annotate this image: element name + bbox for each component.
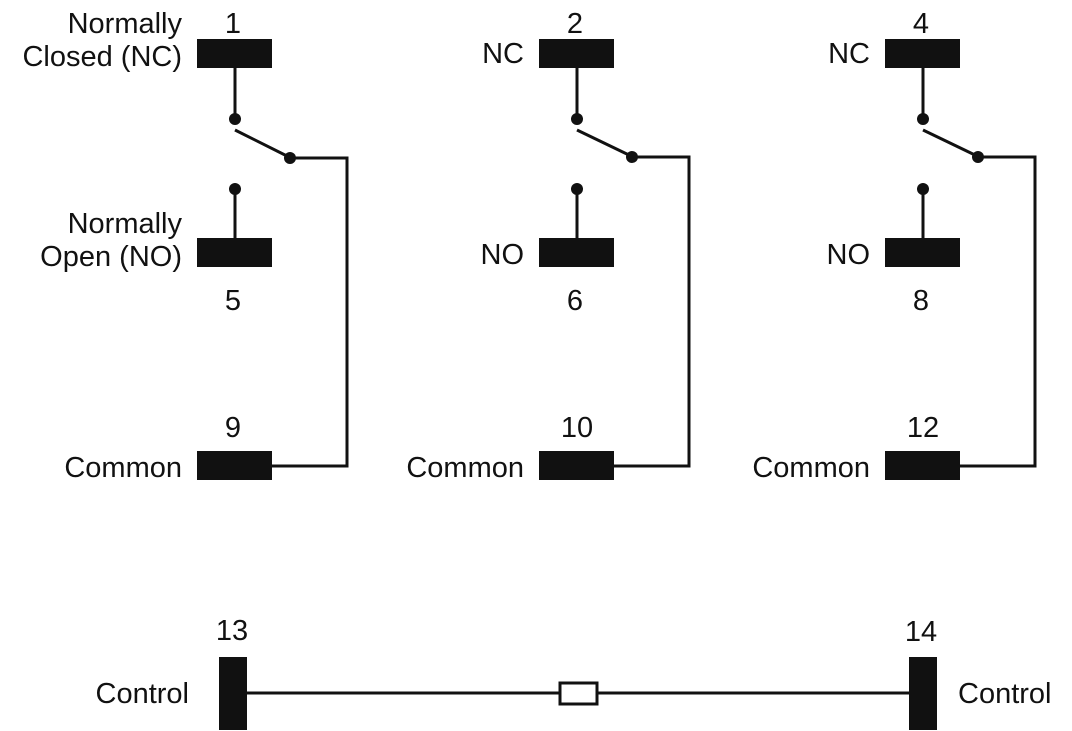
switch-arm [576,128,632,158]
common-label: Common [406,452,524,484]
coil-left-label: Control [96,678,190,710]
coil-group: 13 Control 14 Control [96,615,1052,730]
no-terminal [539,238,614,267]
contact-group-3: 4 NC NO 8 12 Common [752,8,1037,484]
no-label: NO [481,239,525,271]
nc-contact-point [229,113,241,125]
coil-left-terminal [219,657,247,730]
nc-contact-point [571,113,583,125]
nc-label: NC [482,38,524,70]
common-wire [272,156,349,468]
switch-arm [234,128,290,159]
no-label-line2: Open (NO) [40,241,182,273]
coil-element [558,681,599,706]
nc-contact-point [917,113,929,125]
contact-group-2: 2 NC NO 6 10 Common [406,8,691,484]
contact-group-1: 1 Normally Closed (NC) Normally Open (NO… [22,8,349,484]
nc-pin-number: 1 [225,8,241,40]
nc-terminal [885,39,960,68]
common-wire [960,155,1037,468]
common-terminal [197,451,272,480]
no-label-line1: Normally [68,208,183,240]
common-pin-number: 12 [907,412,939,444]
common-pin-number: 9 [225,412,241,444]
nc-label-line1: Normally [68,8,183,40]
no-pin-number: 5 [225,285,241,317]
coil-right-label: Control [958,678,1052,710]
common-terminal [885,451,960,480]
nc-pin-number: 2 [567,8,583,40]
no-pin-number: 8 [913,285,929,317]
coil-right-terminal [909,657,937,730]
common-label: Common [752,452,870,484]
coil-right-pin-number: 14 [905,616,937,648]
no-pin-number: 6 [567,285,583,317]
coil-left-pin-number: 13 [216,615,248,647]
common-terminal [539,451,614,480]
nc-label: NC [828,38,870,70]
common-label: Common [64,452,182,484]
switch-arm [922,128,978,158]
common-wire [614,155,691,468]
nc-terminal [197,39,272,68]
nc-label-line2: Closed (NC) [22,41,182,73]
no-label: NO [827,239,871,271]
nc-terminal [539,39,614,68]
no-terminal [885,238,960,267]
no-terminal [197,238,272,267]
common-pin-number: 10 [561,412,593,444]
nc-pin-number: 4 [913,8,929,40]
